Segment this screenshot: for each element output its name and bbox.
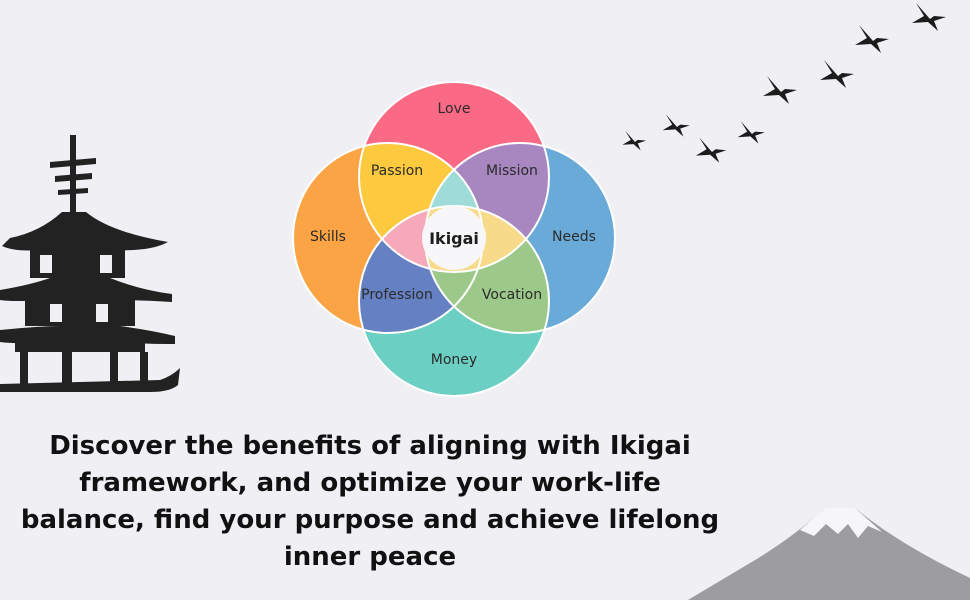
label-mission: Mission [486, 163, 538, 179]
bird-icon [855, 25, 889, 53]
bird-icon [912, 3, 946, 31]
headline-text: Discover the benefits of aligning with I… [20, 431, 720, 572]
label-ikigai: Ikigai [429, 229, 479, 248]
label-love: Love [437, 101, 470, 117]
ikigai-center [422, 206, 486, 270]
bird-icon [737, 121, 765, 144]
pagoda-illustration [0, 135, 180, 392]
mount-fuji [688, 508, 970, 600]
bird-icon [763, 76, 797, 104]
label-needs: Needs [552, 229, 596, 245]
label-passion: Passion [371, 163, 423, 179]
label-money: Money [431, 352, 477, 368]
ikigai-venn: Love Skills Needs Money Passion Mission … [292, 81, 616, 397]
bird-icon [662, 114, 690, 137]
bird-icon [820, 60, 854, 88]
bird-icon [695, 137, 727, 163]
label-profession: Profession [361, 287, 433, 303]
bird-icon [622, 130, 647, 151]
label-skills: Skills [310, 229, 346, 245]
label-vocation: Vocation [482, 287, 542, 303]
birds-flock [622, 3, 946, 163]
